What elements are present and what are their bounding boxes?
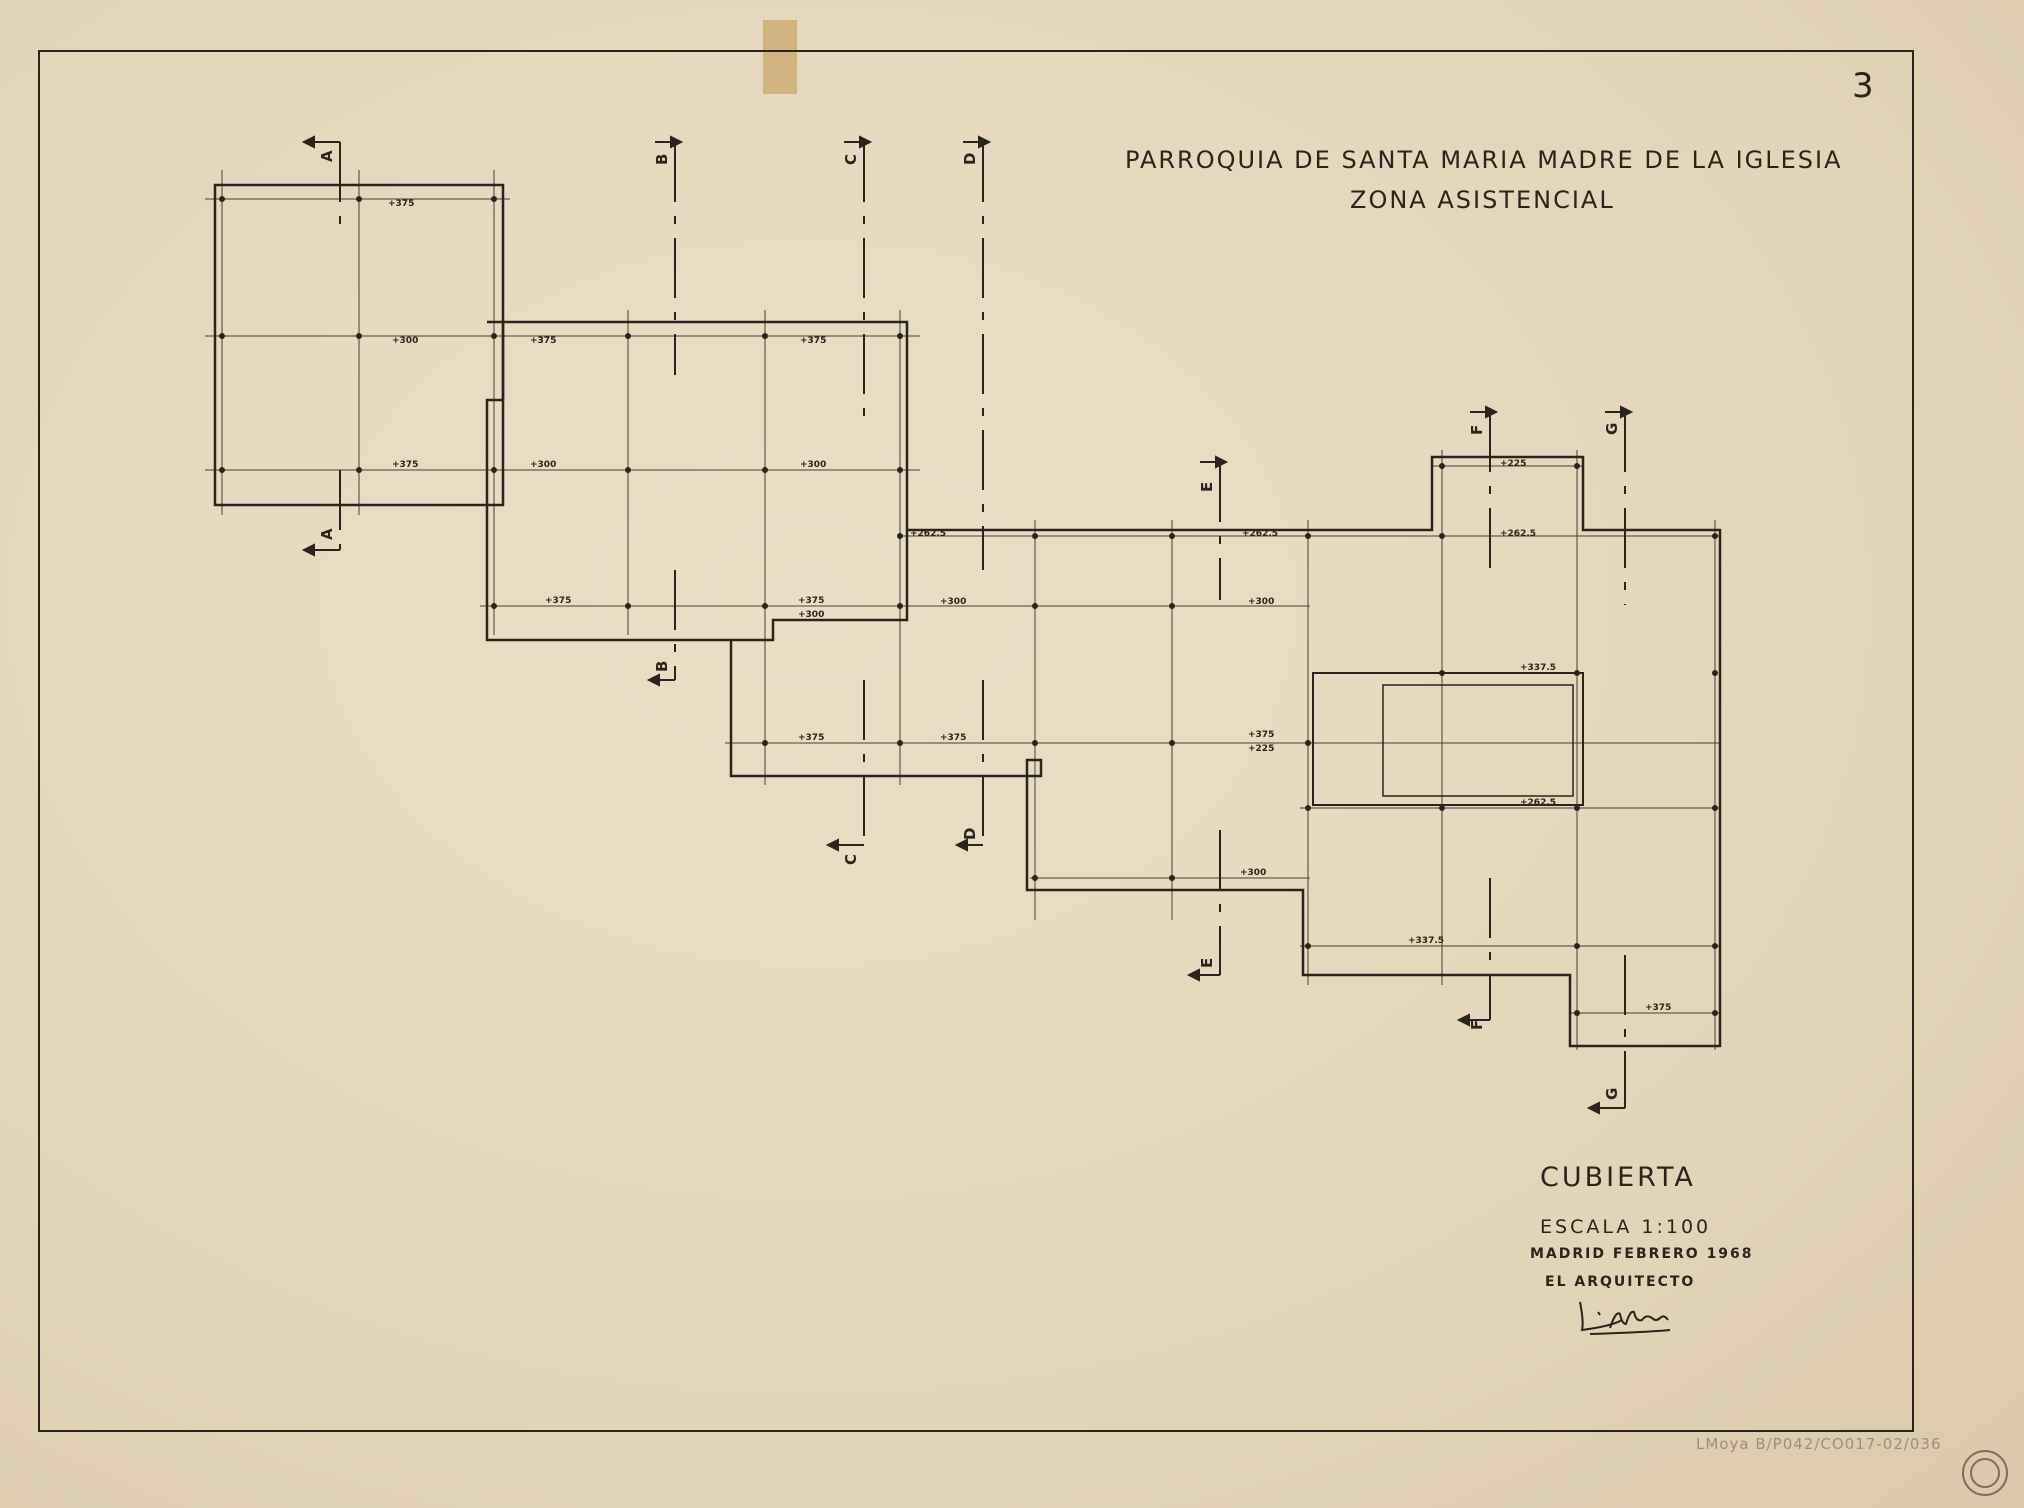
outline-block-2 xyxy=(485,320,909,642)
section-mark-g-bottom: G xyxy=(1603,1088,1621,1100)
archive-reference: LMoya B/P042/CO017-02/036 xyxy=(1696,1435,1942,1453)
section-mark-b-bottom: B xyxy=(653,661,671,672)
section-mark-g-top: G xyxy=(1603,423,1621,435)
elevation-label: +375 xyxy=(798,733,824,743)
section-mark-b-top: B xyxy=(653,154,671,165)
outline-courtyard xyxy=(1312,672,1584,806)
project-subtitle: ZONA ASISTENCIAL xyxy=(1350,186,1615,214)
architect-signature xyxy=(1579,1301,1671,1335)
elevation-label: +262.5 xyxy=(1500,529,1536,539)
elevation-label: +375 xyxy=(392,460,418,470)
section-mark-f-top: F xyxy=(1468,425,1486,435)
section-mark-d-bottom: D xyxy=(961,828,979,840)
section-mark-c-bottom: C xyxy=(842,854,860,865)
elevation-label: +337.5 xyxy=(1408,936,1444,946)
place-date: MADRID FEBRERO 1968 xyxy=(1530,1246,1754,1262)
elevation-label: +375 xyxy=(940,733,966,743)
section-mark-c-top: C xyxy=(842,154,860,165)
elevation-label: +375 xyxy=(800,336,826,346)
project-title: PARROQUIA DE SANTA MARIA MADRE DE LA IGL… xyxy=(1125,146,1843,174)
elevation-label: +300 xyxy=(1248,597,1274,607)
scale-label: ESCALA 1:100 xyxy=(1540,1216,1712,1238)
elevation-label: +375 xyxy=(530,336,556,346)
drawing-frame xyxy=(38,50,1914,1432)
elevation-label: +262.5 xyxy=(1242,529,1278,539)
elevation-label: +375 xyxy=(798,596,824,606)
archive-seal-icon xyxy=(1962,1450,2008,1496)
section-mark-f-bottom: F xyxy=(1468,1020,1486,1030)
elevation-label: +375 xyxy=(545,596,571,606)
section-mark-e-bottom: E xyxy=(1198,958,1216,968)
elevation-label: +300 xyxy=(940,597,966,607)
section-mark-e-top: E xyxy=(1198,482,1216,492)
elevation-label: +375 xyxy=(1248,730,1274,740)
elevation-label: +337.5 xyxy=(1520,663,1556,673)
adhesive-tape xyxy=(763,20,797,94)
elevation-label: +300 xyxy=(800,460,826,470)
sheet-number: 3 xyxy=(1852,66,1874,106)
section-mark-a-top: A xyxy=(318,150,336,162)
elevation-label: +300 xyxy=(798,610,824,620)
elevation-label: +375 xyxy=(1645,1003,1671,1013)
plan-name: CUBIERTA xyxy=(1540,1162,1696,1193)
section-mark-a-bottom: A xyxy=(318,528,336,540)
architect-label: EL ARQUITECTO xyxy=(1545,1274,1696,1290)
outline-block-1 xyxy=(213,183,505,507)
elevation-label: +300 xyxy=(392,336,418,346)
section-mark-d-top: D xyxy=(961,153,979,165)
elevation-label: +375 xyxy=(388,199,414,209)
elevation-label: +225 xyxy=(1248,744,1274,754)
elevation-label: +300 xyxy=(1240,868,1266,878)
elevation-label: +262.5 xyxy=(910,529,946,539)
outline-block-3 xyxy=(729,455,1722,1048)
outline-courtyard-inner xyxy=(1382,684,1574,797)
elevation-label: +262.5 xyxy=(1520,798,1556,808)
elevation-label: +300 xyxy=(530,460,556,470)
elevation-label: +225 xyxy=(1500,459,1526,469)
